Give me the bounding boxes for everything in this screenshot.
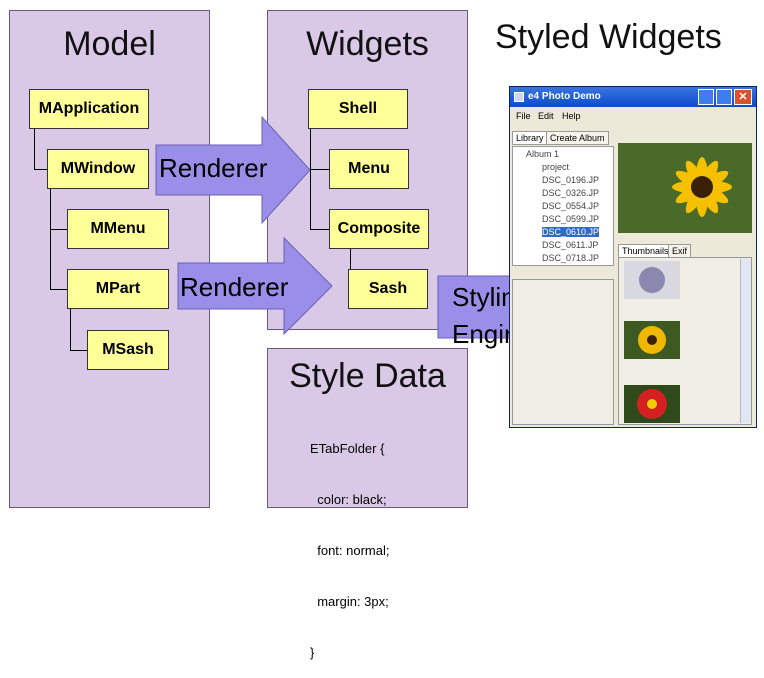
- widgets-title: Widgets: [306, 25, 429, 63]
- tree-item[interactable]: Album 1: [526, 149, 560, 159]
- model-tree-line: [50, 289, 68, 290]
- style-data-title: Style Data: [289, 357, 446, 395]
- tree-item[interactable]: DSC_0718.JP: [542, 253, 600, 263]
- style-code-line: font: normal;: [310, 543, 390, 558]
- thumbnail-image[interactable]: [624, 385, 680, 423]
- menu-help[interactable]: Help: [562, 111, 581, 121]
- thumbnail-image[interactable]: [624, 261, 680, 299]
- minimize-icon[interactable]: [698, 89, 714, 105]
- style-code-line: margin: 3px;: [310, 594, 389, 609]
- lower-left-pane: [512, 279, 614, 425]
- tree-item-selected[interactable]: DSC_0610.JP: [542, 227, 600, 237]
- tree-item[interactable]: DSC_0611.JP: [542, 240, 599, 250]
- msash-box: MSash: [87, 330, 169, 370]
- renderer-label-2: Renderer: [180, 272, 289, 302]
- main-flower-image: [618, 143, 752, 233]
- menu-file[interactable]: File: [516, 111, 531, 121]
- widget-tree-line: [310, 229, 330, 230]
- menu-edit[interactable]: Edit: [538, 111, 554, 121]
- thumbnail-image[interactable]: [624, 321, 680, 359]
- model-tree-line: [50, 229, 68, 230]
- tab-create-album[interactable]: Create Album: [546, 131, 609, 145]
- demo-window: e4 Photo Demo ✕ File Edit Help Library C…: [509, 86, 757, 428]
- composite-box: Composite: [329, 209, 429, 249]
- renderer-arrow-2: [177, 236, 333, 336]
- style-code-line: color: black;: [310, 492, 387, 507]
- tab-library[interactable]: Library: [512, 131, 548, 145]
- tree-item[interactable]: DSC_0599.JP: [542, 214, 600, 224]
- sash-box: Sash: [348, 269, 428, 309]
- style-code-line: ETabFolder {: [310, 441, 385, 456]
- window-titlebar[interactable]: e4 Photo Demo ✕: [510, 87, 756, 107]
- model-tree-line: [70, 309, 71, 351]
- close-icon[interactable]: ✕: [734, 89, 752, 105]
- model-tree-line: [70, 350, 88, 351]
- model-title: Model: [63, 25, 156, 63]
- style-data-panel: Style Data: [267, 348, 468, 508]
- model-tree-line: [50, 189, 51, 290]
- tree-item[interactable]: DSC_0326.JP: [542, 188, 600, 198]
- thumbnail-scrollbar[interactable]: [740, 259, 751, 423]
- model-tree-line: [34, 169, 48, 170]
- renderer-arrow-1: [155, 115, 311, 225]
- mpart-box: MPart: [67, 269, 169, 309]
- renderer-label-1: Renderer: [159, 153, 268, 183]
- tree-item[interactable]: DSC_0196.JP: [542, 175, 600, 185]
- tree-item[interactable]: DSC_0554.JP: [542, 201, 600, 211]
- widget-tree-line: [310, 169, 330, 170]
- window-title: e4 Photo Demo: [528, 91, 601, 102]
- app-icon: [514, 92, 524, 102]
- tab-thumbnails[interactable]: Thumbnails: [618, 244, 673, 258]
- maximize-icon[interactable]: [716, 89, 732, 105]
- shell-box: Shell: [308, 89, 408, 129]
- style-code-line: }: [310, 645, 315, 660]
- album-tree: [512, 146, 614, 266]
- styled-widgets-title: Styled Widgets: [495, 18, 722, 56]
- mwindow-box: MWindow: [47, 149, 149, 189]
- style-code-block: ETabFolder { color: black; font: normal;…: [310, 406, 389, 678]
- tab-exif[interactable]: Exif: [668, 244, 692, 258]
- model-tree-line: [34, 129, 35, 169]
- mmenu-box: MMenu: [67, 209, 169, 249]
- mapplication-box: MApplication: [29, 89, 149, 129]
- menu-box: Menu: [329, 149, 409, 189]
- widget-tree-line: [310, 129, 311, 229]
- tree-item[interactable]: project: [542, 162, 570, 172]
